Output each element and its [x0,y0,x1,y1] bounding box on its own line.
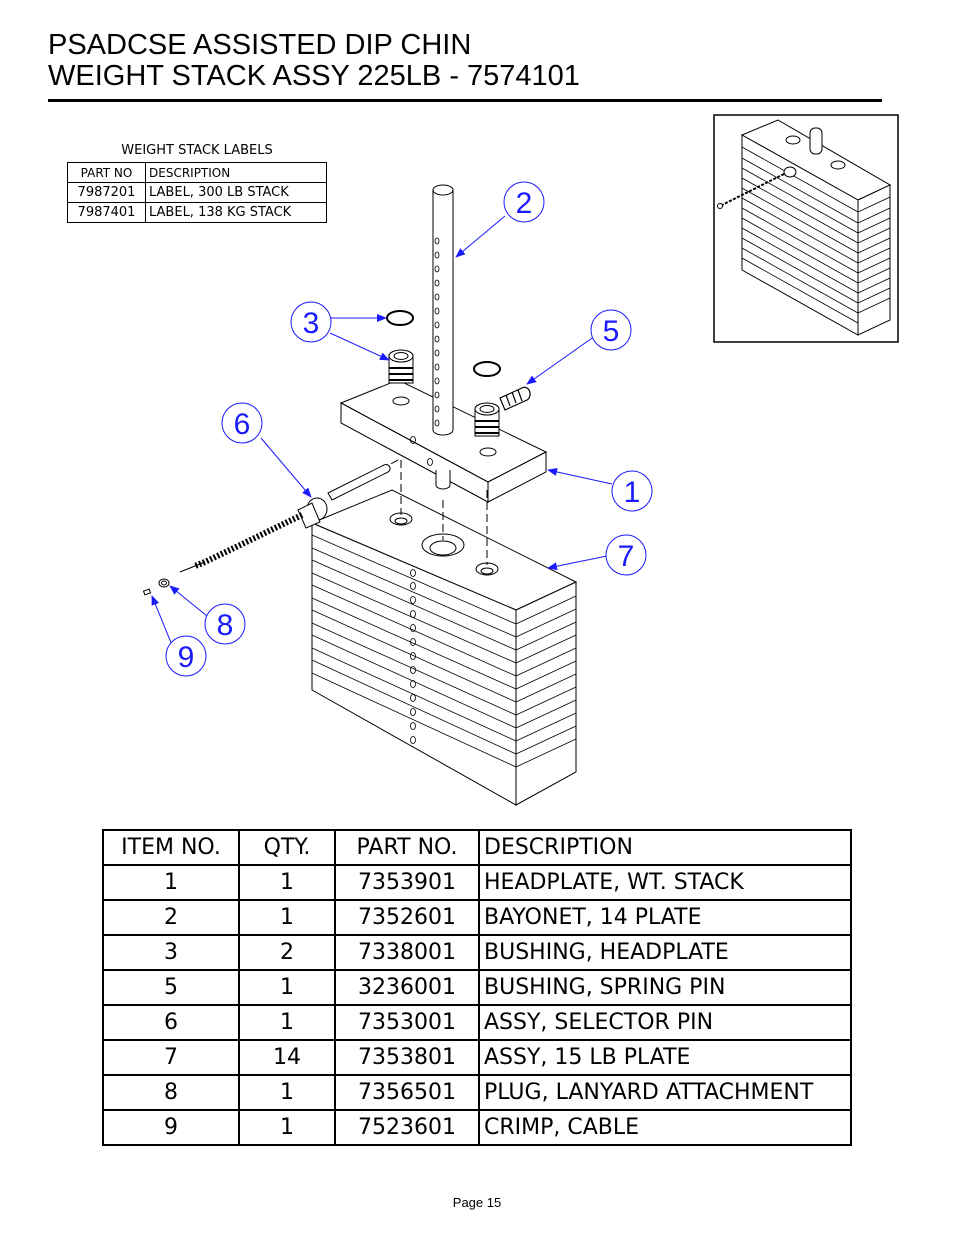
labels-table: PART NO DESCRIPTION 7987201 LABEL, 300 L… [67,162,327,223]
bom-item-no: 1 [102,864,240,901]
table-row: 9 1 7523601 CRIMP, CABLE [102,1109,852,1146]
bom-qty: 1 [238,864,336,901]
bom-item-no: 7 [102,1039,240,1076]
table-row: 3 2 7338001 BUSHING, HEADPLATE [102,934,852,971]
table-row: 8 1 7356501 PLUG, LANYARD ATTACHMENT [102,1074,852,1111]
bom-qty: 1 [238,1109,336,1146]
svg-text:5: 5 [603,315,620,348]
weight-stack [310,489,578,806]
bom-description: ASSY, SELECTOR PIN [478,1004,852,1041]
bom-qty: 1 [238,1074,336,1111]
selector-pin-assembly [142,464,391,596]
labels-description: LABEL, 138 KG STACK [145,202,327,223]
bill-of-materials-table: ITEM NO. QTY. PART NO. DESCRIPTION 1 1 7… [102,829,852,1146]
callout-7: 7 [605,534,647,576]
bom-item-no: 6 [102,1004,240,1041]
bom-item-no: 8 [102,1074,240,1111]
bom-header-item-no: ITEM NO. [102,829,240,866]
callout-3: 3 [290,301,332,343]
labels-part-no: 7987401 [67,202,146,223]
table-row: 1 1 7353901 HEADPLATE, WT. STACK [102,864,852,901]
svg-text:8: 8 [217,609,234,642]
callout-leaders [151,215,613,651]
inset-assembled-view [713,114,899,343]
svg-text:6: 6 [234,408,251,441]
spring-pin-bushing [499,386,531,411]
bom-header-row: ITEM NO. QTY. PART NO. DESCRIPTION [102,829,852,866]
bom-part-no: 7353801 [334,1039,480,1076]
labels-table-caption: WEIGHT STACK LABELS [121,143,273,158]
svg-text:7: 7 [618,540,635,573]
svg-text:3: 3 [303,307,320,340]
page-title: PSADCSE ASSISTED DIP CHIN WEIGHT STACK A… [48,30,580,92]
callout-6: 6 [221,402,263,444]
bom-part-no: 7352601 [334,899,480,936]
callout-8: 8 [204,603,246,645]
bom-qty: 14 [238,1039,336,1076]
bom-qty: 2 [238,934,336,971]
bom-part-no: 7353001 [334,1004,480,1041]
callout-bubbles: 2 3 5 6 1 7 8 9 [165,181,653,677]
bom-header-part-no: PART NO. [334,829,480,866]
bom-part-no: 7356501 [334,1074,480,1111]
bom-part-no: 7523601 [334,1109,480,1146]
bom-item-no: 3 [102,934,240,971]
bom-item-no: 5 [102,969,240,1006]
callout-9: 9 [165,635,207,677]
labels-header-part-no: PART NO [67,162,146,183]
bom-part-no: 7338001 [334,934,480,971]
bom-qty: 1 [238,1004,336,1041]
svg-text:2: 2 [516,187,533,220]
bom-description: HEADPLATE, WT. STACK [478,864,852,901]
bayonet-rod [432,184,454,490]
page-number: Page 15 [452,1195,502,1210]
bom-description: ASSY, 15 LB PLATE [478,1039,852,1076]
title-line-2: WEIGHT STACK ASSY 225LB - 7574101 [48,60,580,92]
bom-part-no: 3236001 [334,969,480,1006]
svg-text:9: 9 [178,641,195,674]
bom-item-no: 9 [102,1109,240,1146]
bom-part-no: 7353901 [334,864,480,901]
bom-description: CRIMP, CABLE [478,1109,852,1146]
bom-description: PLUG, LANYARD ATTACHMENT [478,1074,852,1111]
bom-qty: 1 [238,969,336,1006]
exploded-assembly-drawing: 2 3 5 6 1 7 8 9 [142,114,899,806]
svg-text:1: 1 [624,476,641,509]
bom-description: BUSHING, HEADPLATE [478,934,852,971]
bom-qty: 1 [238,899,336,936]
table-row: 6 1 7353001 ASSY, SELECTOR PIN [102,1004,852,1041]
callout-2: 2 [503,181,545,223]
callout-5: 5 [590,309,632,351]
bom-item-no: 2 [102,899,240,936]
title-line-1: PSADCSE ASSISTED DIP CHIN [48,29,472,61]
table-row: 7 14 7353801 ASSY, 15 LB PLATE [102,1039,852,1076]
table-row: 5 1 3236001 BUSHING, SPRING PIN [102,969,852,1006]
callout-1: 1 [611,470,653,512]
bom-description: BUSHING, SPRING PIN [478,969,852,1006]
bom-header-description: DESCRIPTION [478,829,852,866]
labels-table-row: 7987401 LABEL, 138 KG STACK [67,202,327,223]
table-row: 2 1 7352601 BAYONET, 14 PLATE [102,899,852,936]
title-underline [48,99,882,102]
bom-description: BAYONET, 14 PLATE [478,899,852,936]
bom-header-qty: QTY. [238,829,336,866]
